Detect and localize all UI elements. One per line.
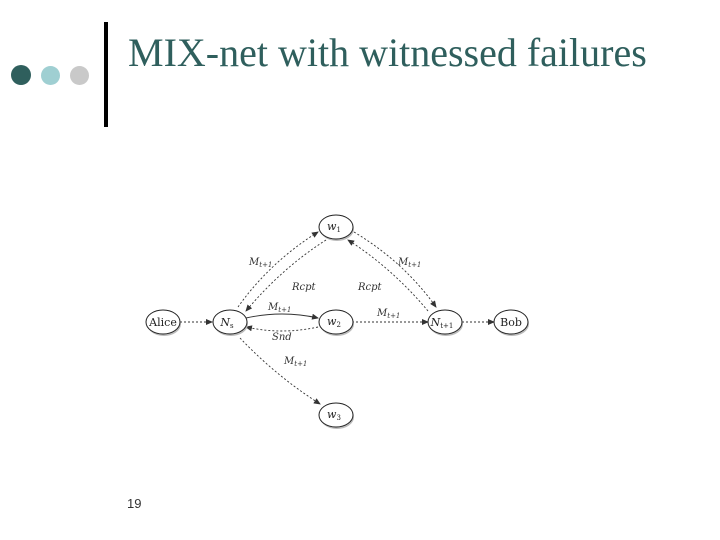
- node-w1: w1: [318, 214, 354, 241]
- label-nt-w1: Rcpt: [357, 282, 383, 293]
- slide-title: MIX-net with witnessed failures: [128, 30, 647, 75]
- node-w3: w3: [318, 402, 354, 429]
- label-ns-w1: Mt+1: [248, 257, 272, 269]
- edge-w2-ns: [245, 325, 319, 332]
- decorative-dot-light: [41, 66, 60, 85]
- svg-text:Nt+1: Nt+1: [430, 316, 454, 330]
- edge-ns-w1: [237, 231, 319, 308]
- node-alice: Alice: [145, 309, 181, 336]
- edge-ns-w3: [239, 337, 321, 405]
- edge-w1-ns: [245, 239, 327, 312]
- svg-text:w3: w3: [327, 408, 341, 422]
- edge-ns-w2: [245, 313, 319, 320]
- page-number: 19: [127, 496, 142, 511]
- svg-text:w1: w1: [327, 220, 341, 234]
- label-w2-ns: Snd: [272, 332, 292, 343]
- title-divider: [104, 22, 108, 127]
- edge-w1-nt: [353, 231, 437, 308]
- node-ns: Ns: [212, 309, 248, 336]
- svg-text:Bob: Bob: [500, 316, 522, 329]
- svg-text:w2: w2: [327, 315, 341, 329]
- decorative-dot-gray: [70, 66, 89, 85]
- edge-nt-w1: [347, 239, 429, 312]
- label-w1-ns: Rcpt: [291, 282, 317, 293]
- label-ns-w2: Mt+1: [267, 302, 291, 314]
- label-w2-nt: Mt+1: [376, 308, 400, 320]
- node-w2: w2: [318, 309, 354, 336]
- decorative-dot-dark: [11, 65, 31, 85]
- node-bob: Bob: [493, 309, 529, 336]
- node-nt: Nt+1: [427, 309, 463, 336]
- label-ns-w3: Mt+1: [283, 356, 307, 368]
- svg-text:Ns: Ns: [219, 316, 234, 330]
- label-w1-nt: Mt+1: [397, 257, 421, 269]
- svg-text:Alice: Alice: [148, 316, 177, 329]
